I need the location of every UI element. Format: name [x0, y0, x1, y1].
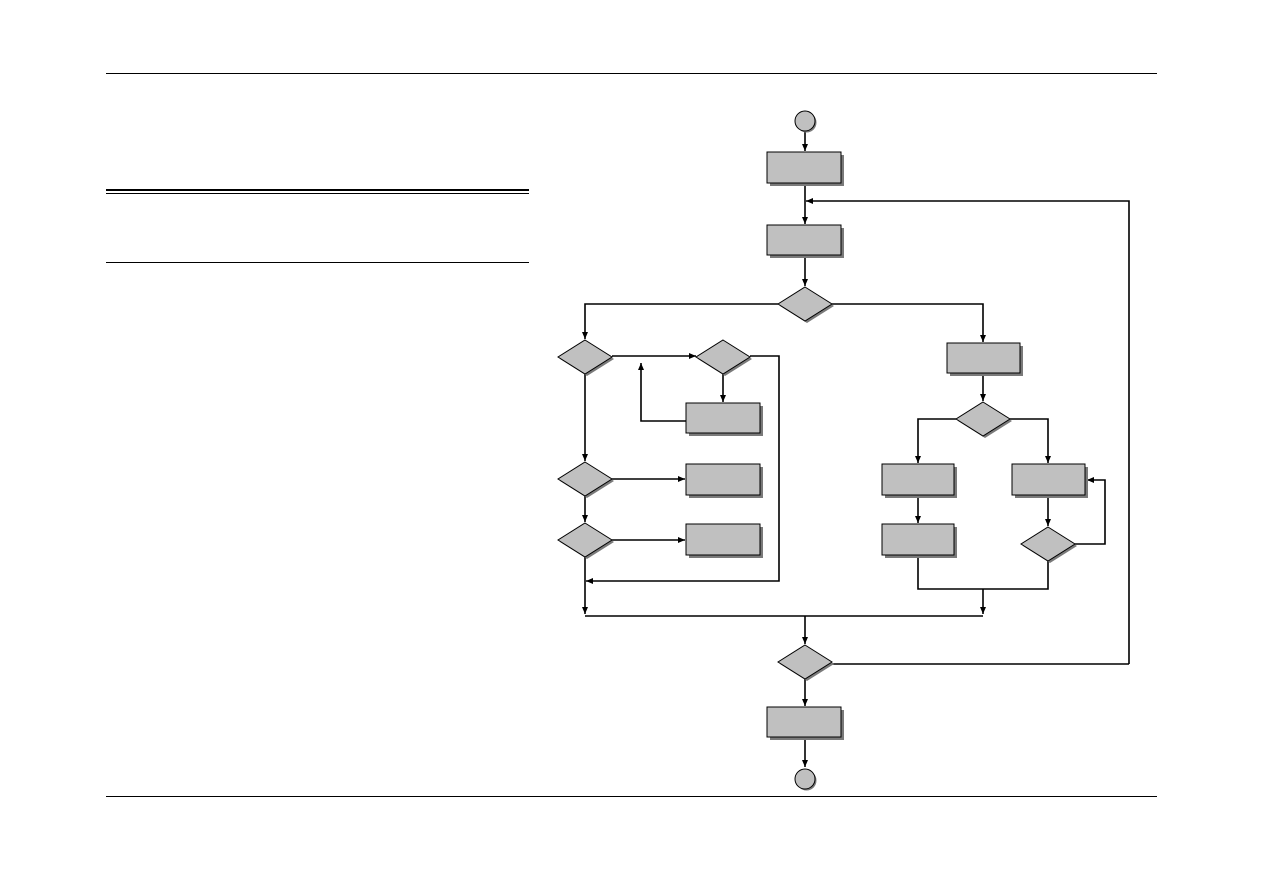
- process-box-body: [685, 523, 761, 556]
- footer-rule: [106, 796, 1157, 797]
- header-rule: [106, 73, 1157, 74]
- flow-arrow: [1010, 418, 1051, 463]
- decision-diamond-body: [955, 401, 1011, 437]
- process-box: [685, 463, 763, 498]
- decision-diamond: [695, 339, 752, 376]
- process-box: [766, 151, 844, 186]
- process-box: [946, 342, 1023, 376]
- process-box-body: [946, 342, 1021, 374]
- process-box: [766, 224, 844, 258]
- title-rule-double: [106, 193, 529, 194]
- process-box-body: [1011, 463, 1086, 496]
- flow-arrow: [586, 355, 780, 584]
- flow-line: [917, 555, 1049, 590]
- process-box-body: [685, 402, 761, 434]
- decision-diamond: [777, 644, 834, 681]
- flow-arrow: [832, 303, 986, 342]
- title-rule-top: [106, 189, 529, 191]
- decision-diamond-body: [695, 339, 751, 375]
- flow-arrow: [806, 198, 1130, 664]
- process-box-body: [881, 523, 955, 556]
- flow-arrow: [582, 303, 778, 339]
- decision-diamond: [557, 339, 614, 376]
- terminator-body: [794, 768, 816, 790]
- process-box: [881, 523, 957, 558]
- process-box: [881, 463, 957, 498]
- decision-diamond-body: [1020, 526, 1076, 562]
- end-terminator: [794, 768, 817, 791]
- process-box: [1011, 463, 1088, 498]
- decision-diamond-body: [777, 644, 833, 680]
- process-box: [685, 402, 763, 436]
- flow-arrow: [915, 418, 956, 463]
- process-box-body: [766, 224, 842, 256]
- decision-diamond-body: [557, 522, 613, 558]
- decision-diamond: [955, 401, 1012, 438]
- decision-diamond: [1020, 526, 1077, 563]
- terminator-body: [794, 110, 816, 132]
- title-rule-bottom: [106, 262, 529, 263]
- decision-diamond-body: [557, 339, 613, 375]
- process-box-body: [766, 151, 842, 184]
- decision-diamond-body: [557, 461, 613, 497]
- process-box: [766, 706, 844, 740]
- decision-diamond: [557, 461, 614, 498]
- process-box: [685, 523, 763, 558]
- decision-diamond-body: [777, 286, 833, 322]
- process-box-body: [881, 463, 955, 496]
- start-terminator: [794, 110, 817, 133]
- flow-arrow: [638, 363, 686, 422]
- process-box-body: [766, 706, 842, 738]
- decision-diamond: [557, 522, 614, 559]
- process-box-body: [685, 463, 761, 496]
- decision-diamond: [777, 286, 834, 323]
- flow-arrow: [1075, 477, 1106, 545]
